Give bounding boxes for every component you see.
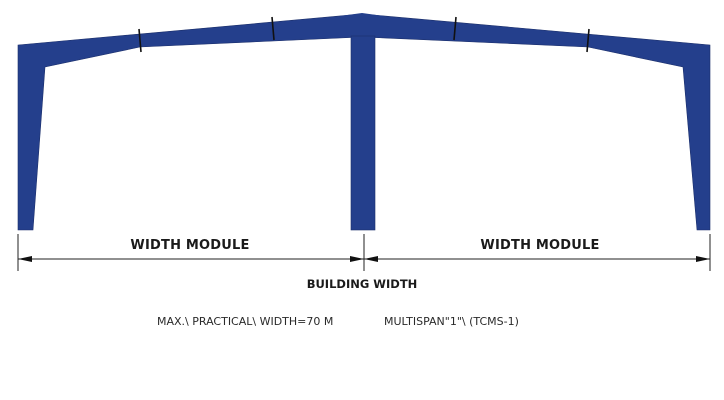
center-column [350,35,376,231]
right-width-module-label: WIDTH MODULE [480,238,600,253]
apex-cap [340,13,384,37]
left-width-module-label: WIDTH MODULE [130,238,250,253]
dimension-extension-lines [17,234,711,271]
building-width-label: BUILDING WIDTH [306,277,418,291]
max-width-note: MAX.\ PRACTICAL\ WIDTH=70 M [157,315,334,328]
left-column-and-rafter [17,13,363,231]
dimension-arrows [18,256,710,262]
frame-type-note: MULTISPAN"1"\ (TCMS-1) [384,315,519,328]
splice-marks [138,16,590,53]
right-column-and-rafter [361,13,711,231]
